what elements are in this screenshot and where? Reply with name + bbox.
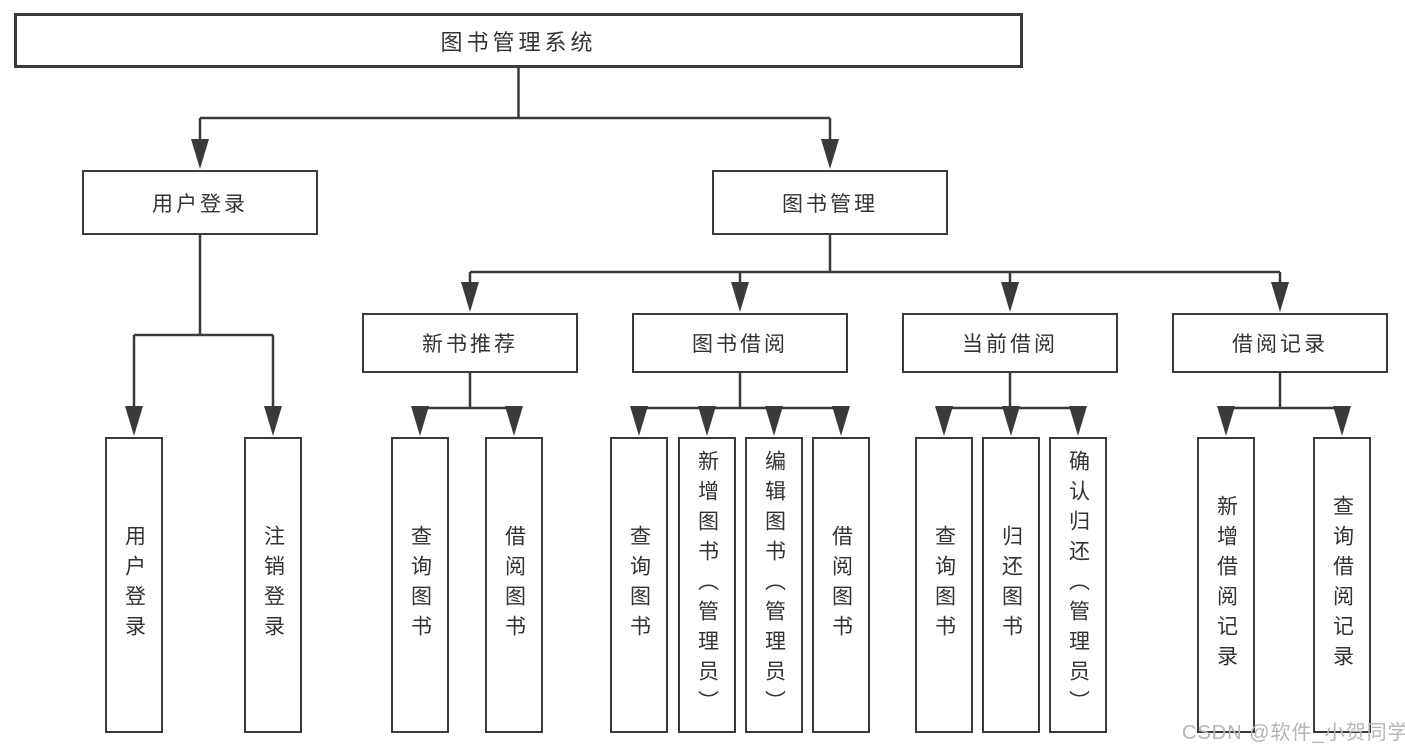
node-nbr-query-books: 查询图书 [391, 437, 449, 733]
node-library-system: 图书管理系统 [14, 13, 1023, 68]
node-book-management: 图书管理 [712, 170, 948, 235]
node-bb-add-books-label: 新增图书（管理员） [695, 450, 719, 720]
arrow-to-book-borrowing [731, 282, 749, 312]
node-bb-edit-books: 编辑图书（管理员） [745, 437, 803, 733]
node-bb-add-books: 新增图书（管理员） [678, 437, 736, 733]
node-logout-label: 注销登录 [261, 525, 285, 645]
arrow-to-br-add-record [1217, 406, 1235, 436]
node-current-borrowing: 当前借阅 [902, 313, 1118, 373]
arrow-to-current-borrowing [1001, 282, 1019, 312]
arrow-to-bb-query-books [630, 406, 648, 436]
node-nbr-borrow-books: 借阅图书 [485, 437, 543, 733]
connector-new-book-recommend [420, 373, 514, 410]
connector-root [198, 68, 832, 142]
connector-book-borrowing [639, 373, 841, 410]
arrow-to-bb-borrow-books [832, 406, 850, 436]
node-new-book-recommend: 新书推荐 [362, 313, 578, 373]
node-cb-confirm-return-label: 确认归还（管理员） [1066, 450, 1090, 720]
node-bb-query-books: 查询图书 [610, 437, 668, 733]
connector-current-borrowing [944, 373, 1078, 410]
node-bb-borrow-books-label: 借阅图书 [829, 525, 853, 645]
node-login: 用户登录 [105, 437, 163, 733]
arrow-to-bb-edit-books [765, 406, 783, 436]
node-br-query-record: 查询借阅记录 [1313, 437, 1371, 733]
node-cb-return-books-label: 归还图书 [999, 525, 1023, 645]
node-br-query-record-label: 查询借阅记录 [1330, 495, 1354, 675]
arrow-to-user-login [191, 139, 209, 169]
node-nbr-borrow-books-label: 借阅图书 [502, 525, 526, 645]
csdn-watermark: CSDN @软件_小贺同学 [1182, 722, 1405, 744]
node-nbr-query-books-label: 查询图书 [408, 525, 432, 645]
arrow-to-borrowing-records [1271, 282, 1289, 312]
connector-borrowing-records [1226, 373, 1342, 410]
node-book-borrowing: 图书借阅 [632, 313, 848, 373]
node-cb-confirm-return: 确认归还（管理员） [1049, 437, 1107, 733]
arrow-to-cb-return-books [1002, 406, 1020, 436]
connector-user-login [132, 235, 275, 410]
arrow-to-nbr-query-books [411, 406, 429, 436]
node-user-login: 用户登录 [82, 170, 318, 235]
arrow-to-book-management [821, 139, 839, 169]
node-login-label: 用户登录 [122, 525, 146, 645]
connector-book-management [468, 235, 1282, 285]
arrow-to-br-query-record [1333, 406, 1351, 436]
node-br-add-record-label: 新增借阅记录 [1214, 495, 1238, 675]
arrow-to-login [125, 406, 143, 436]
arrow-to-cb-query-books [935, 406, 953, 436]
node-bb-borrow-books: 借阅图书 [812, 437, 870, 733]
arrow-to-cb-confirm-return [1069, 406, 1087, 436]
node-logout: 注销登录 [244, 437, 302, 733]
arrow-to-bb-add-books [698, 406, 716, 436]
node-cb-query-books: 查询图书 [915, 437, 973, 733]
node-borrowing-records: 借阅记录 [1172, 313, 1388, 373]
arrow-to-logout [264, 406, 282, 436]
node-cb-query-books-label: 查询图书 [932, 525, 956, 645]
node-bb-edit-books-label: 编辑图书（管理员） [762, 450, 786, 720]
arrow-to-new-book-recommend [461, 282, 479, 312]
arrow-to-nbr-borrow-books [505, 406, 523, 436]
node-cb-return-books: 归还图书 [982, 437, 1040, 733]
node-br-add-record: 新增借阅记录 [1197, 437, 1255, 733]
node-bb-query-books-label: 查询图书 [627, 525, 651, 645]
